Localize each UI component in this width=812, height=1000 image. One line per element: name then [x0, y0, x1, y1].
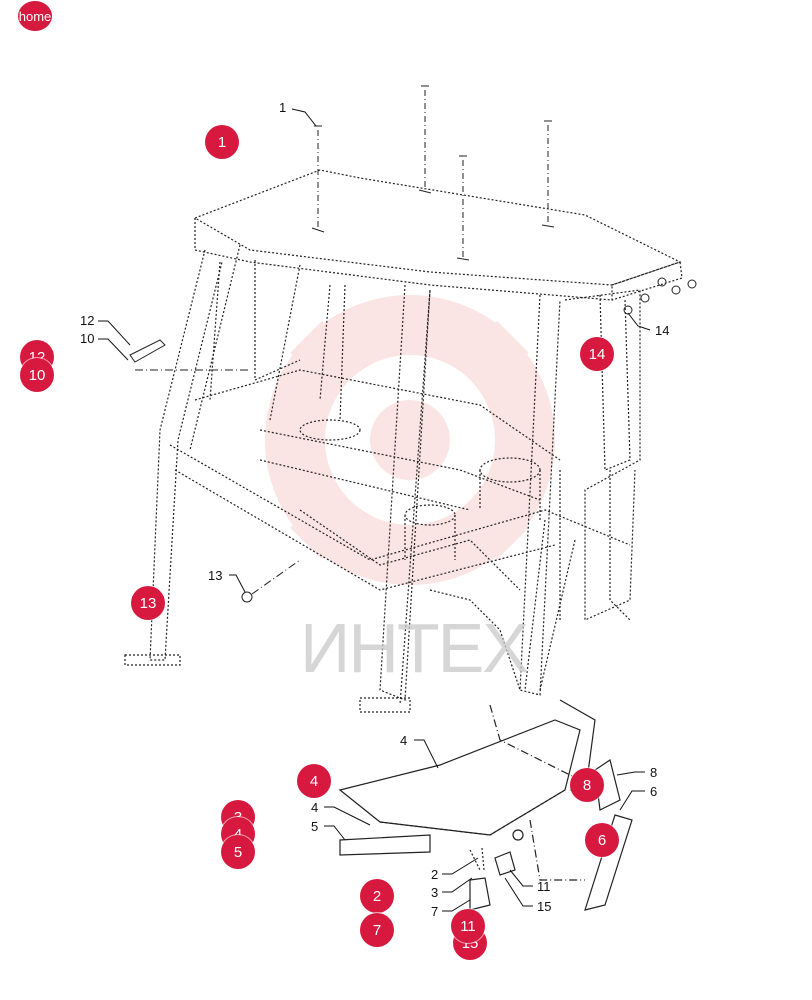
hotspot-6[interactable]: 6 [585, 823, 619, 857]
callout-10: 10 [80, 331, 95, 346]
callout-14: 14 [655, 323, 670, 338]
frame-lines [124, 169, 683, 713]
callout-2: 2 [431, 867, 439, 882]
callout-1: 1 [279, 100, 287, 115]
hotspot-14[interactable]: 14 [580, 337, 614, 371]
watermark-text: ИНТЕХ [300, 609, 529, 687]
nut-item-13 [241, 559, 301, 603]
hotspot-8[interactable]: 8 [570, 768, 604, 802]
home-button[interactable]: home [18, 1, 52, 31]
bracket-item-10 [129, 339, 250, 371]
leader-lines [98, 108, 651, 912]
callout-6: 6 [650, 784, 658, 799]
hotspot-11[interactable]: 11 [451, 909, 485, 943]
hotspot-7[interactable]: 7 [360, 913, 394, 947]
callout-4-top: 4 [400, 733, 408, 748]
roof-nuts [623, 277, 697, 315]
callout-15: 15 [537, 899, 552, 914]
callout-5: 5 [311, 819, 319, 834]
callout-3: 3 [431, 885, 439, 900]
hotspot-1[interactable]: 1 [205, 125, 239, 159]
hotspot-2[interactable]: 2 [360, 879, 394, 913]
floor-plate [338, 699, 633, 911]
hotspot-10[interactable]: 10 [20, 358, 54, 392]
callout-4-left: 4 [311, 800, 319, 815]
home-button-label: home [18, 8, 52, 24]
hotspot-5[interactable]: 5 [221, 835, 255, 869]
callout-12: 12 [80, 313, 95, 328]
hotspot-13[interactable]: 13 [131, 586, 165, 620]
callout-11: 11 [537, 879, 551, 894]
callout-13: 13 [208, 568, 223, 583]
callout-8: 8 [650, 765, 658, 780]
hotspot-4[interactable]: 4 [297, 764, 331, 798]
callout-7: 7 [431, 904, 439, 919]
roof-bolts [311, 85, 555, 261]
